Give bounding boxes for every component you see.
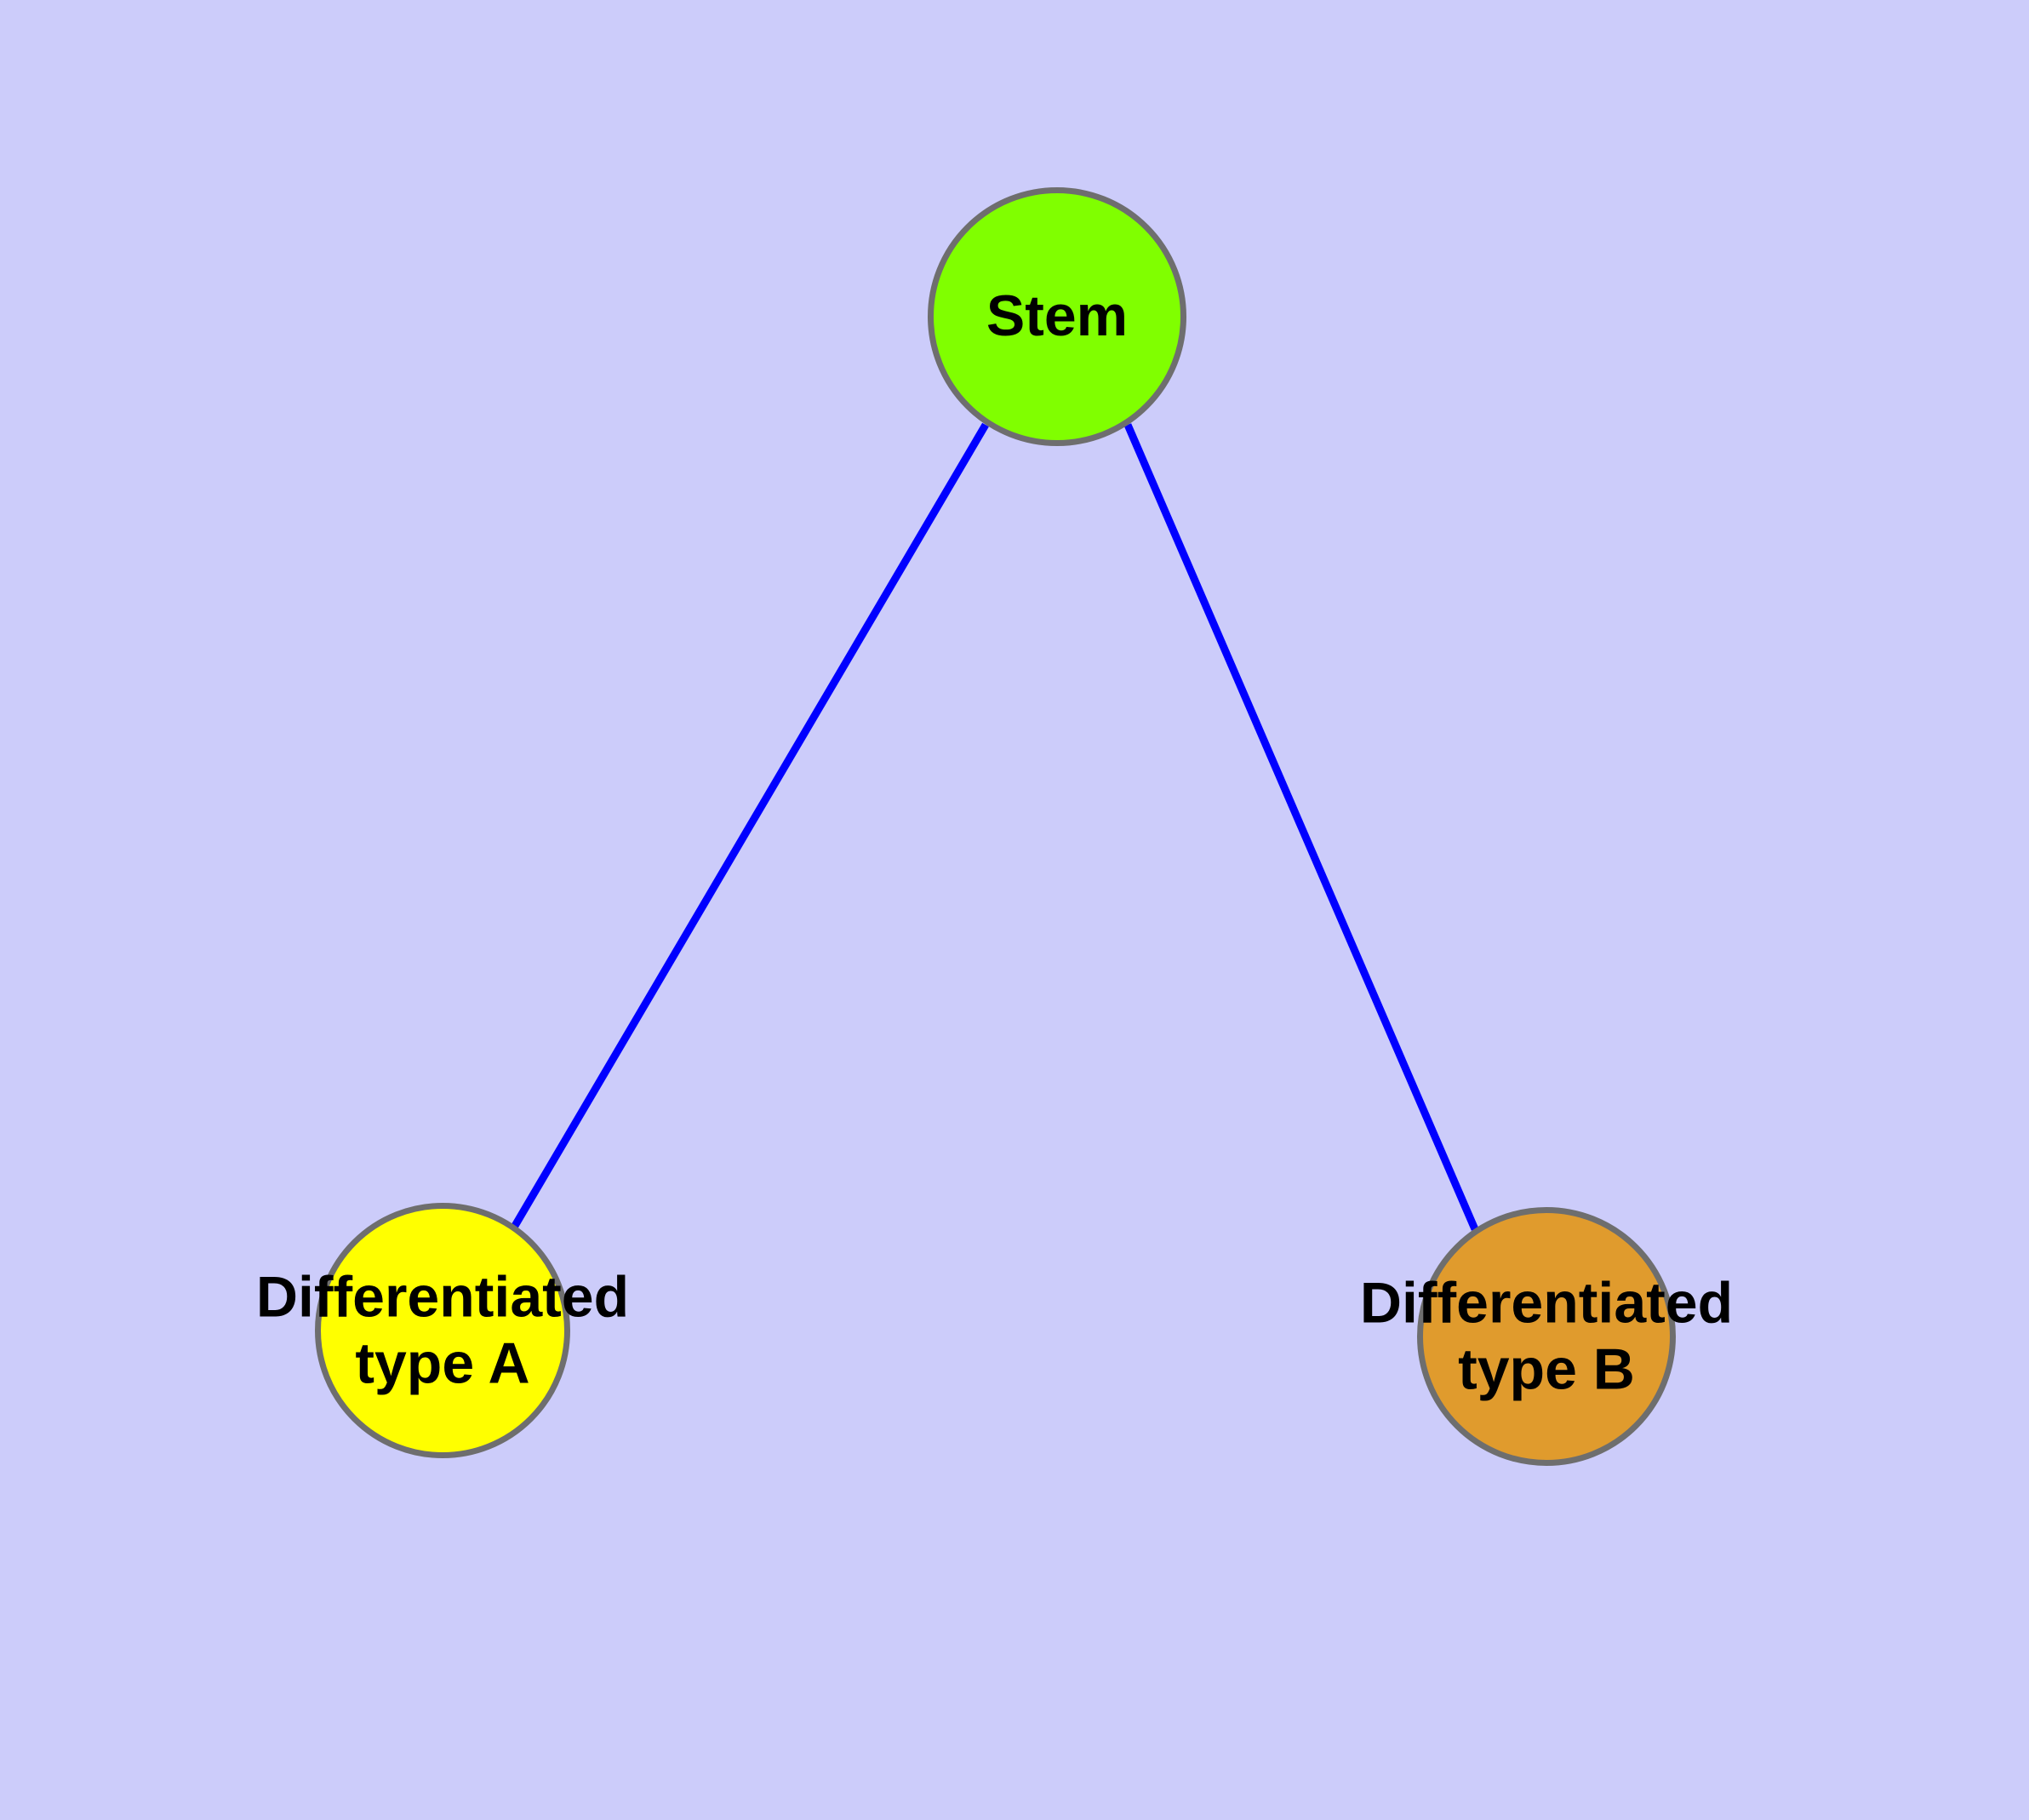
edge-layer: [512, 422, 1479, 1231]
node-layer: [315, 187, 1676, 1466]
graph-edge-stem-to-diff-a: [512, 422, 989, 1228]
graph-edge-stem-to-diff-b: [1123, 423, 1479, 1231]
graph-node-diff-b[interactable]: [1417, 1207, 1676, 1466]
graph-node-diff-a[interactable]: [315, 1203, 570, 1458]
graph-node-stem[interactable]: [928, 187, 1186, 446]
